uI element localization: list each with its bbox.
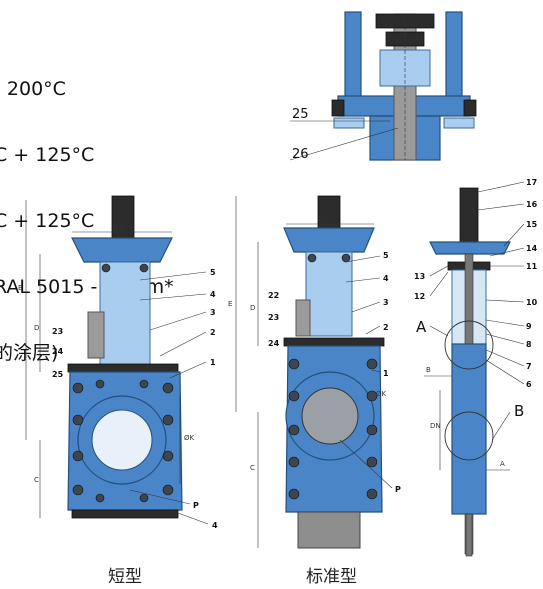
short-cylinder	[87, 311, 105, 359]
caption-standard-type: 标准型	[306, 567, 357, 587]
sec-dim-a: A	[500, 460, 505, 468]
standard-type-valve: E D C ØV ØK 5 4 3 2 1 22 23 24 P	[228, 195, 401, 549]
short-type-valve: E D C ØV ØK 5 4 3 2 1 23 24 25 4 P	[18, 195, 218, 530]
std-gate	[301, 387, 359, 445]
short-label-2: 2	[210, 328, 216, 337]
sec-gate-tail	[465, 513, 473, 557]
sec-label-12: 12	[414, 292, 425, 301]
gland-detail: 25 26	[289, 11, 477, 162]
short-label-25: 25	[52, 370, 64, 379]
short-label-p: P	[193, 501, 199, 510]
spec-line: - 200°C	[0, 78, 66, 100]
sec-label-16: 16	[526, 200, 538, 209]
label-25-top: 25	[292, 107, 309, 122]
short-yoke	[99, 261, 151, 371]
std-dim-e: E	[228, 300, 232, 308]
short-bore	[91, 409, 153, 471]
std-label-1: 1	[383, 369, 389, 378]
short-label-3: 3	[210, 308, 216, 317]
short-label-1: 1	[210, 358, 216, 367]
sec-dim-b: B	[426, 366, 431, 374]
std-dim-v: ØV	[318, 216, 329, 224]
std-top-plate	[283, 227, 375, 253]
std-label-24: 24	[268, 339, 280, 348]
std-label-23: 23	[268, 313, 279, 322]
seal-left	[333, 117, 365, 129]
sec-body	[451, 343, 487, 515]
spec-line: 的涂层)	[0, 342, 59, 364]
short-label-4: 4	[210, 290, 216, 299]
short-label-23: 23	[52, 327, 63, 336]
spec-line: C + 125°C	[0, 144, 95, 166]
sec-label-17: 17	[526, 178, 537, 187]
nut-right	[463, 99, 477, 117]
std-label-22: 22	[268, 291, 279, 300]
detail-label-b: B	[514, 402, 524, 420]
std-dim-k: ØK	[376, 390, 387, 398]
section-view: 17 16 15 14 11 13 12 10 9 8 7 6 A B B DN…	[414, 178, 538, 557]
std-label-p: P	[395, 485, 401, 494]
short-label-24: 24	[52, 347, 64, 356]
detail-label-a: A	[416, 318, 427, 336]
caption-short-type: 短型	[108, 567, 142, 587]
std-label-5: 5	[383, 251, 389, 260]
short-label-4b: 4	[212, 521, 218, 530]
sec-label-7: 7	[526, 362, 532, 371]
label-26-top: 26	[292, 147, 309, 162]
std-yoke	[305, 251, 353, 337]
short-dim-c: C	[34, 476, 39, 484]
std-gland	[283, 337, 385, 347]
std-gate-bottom	[297, 511, 361, 549]
nut-left	[331, 99, 345, 117]
sec-top-plate	[429, 241, 511, 255]
sec-label-10: 10	[526, 298, 538, 307]
std-dim-c: C	[250, 464, 255, 472]
sec-label-13: 13	[414, 272, 425, 281]
spec-line: C + 125°C	[0, 210, 95, 232]
std-dim-d: D	[250, 304, 255, 312]
short-gland	[67, 363, 179, 373]
short-dim-e: E	[18, 284, 22, 292]
short-dim-k: ØK	[184, 434, 195, 442]
short-top-plate	[71, 237, 173, 263]
std-label-3: 3	[383, 298, 389, 307]
seal-right	[443, 117, 475, 129]
short-label-5: 5	[210, 268, 216, 277]
std-label-2: 2	[383, 323, 389, 332]
detail-circle-b	[444, 411, 494, 461]
sec-label-15: 15	[526, 220, 538, 229]
sec-label-14: 14	[526, 244, 538, 253]
std-label-4: 4	[383, 274, 389, 283]
short-bottom	[71, 509, 179, 519]
sec-label-9: 9	[526, 322, 532, 331]
detail-circle-a	[444, 320, 494, 370]
short-dim-v: ØV	[112, 224, 123, 232]
std-cylinder	[295, 299, 311, 337]
sec-stem-top	[459, 187, 479, 245]
sec-label-11: 11	[526, 262, 538, 271]
sec-label-6: 6	[526, 380, 532, 389]
sec-label-8: 8	[526, 340, 532, 349]
sec-dim-dn: DN	[430, 422, 441, 430]
short-dim-d: D	[34, 324, 39, 332]
